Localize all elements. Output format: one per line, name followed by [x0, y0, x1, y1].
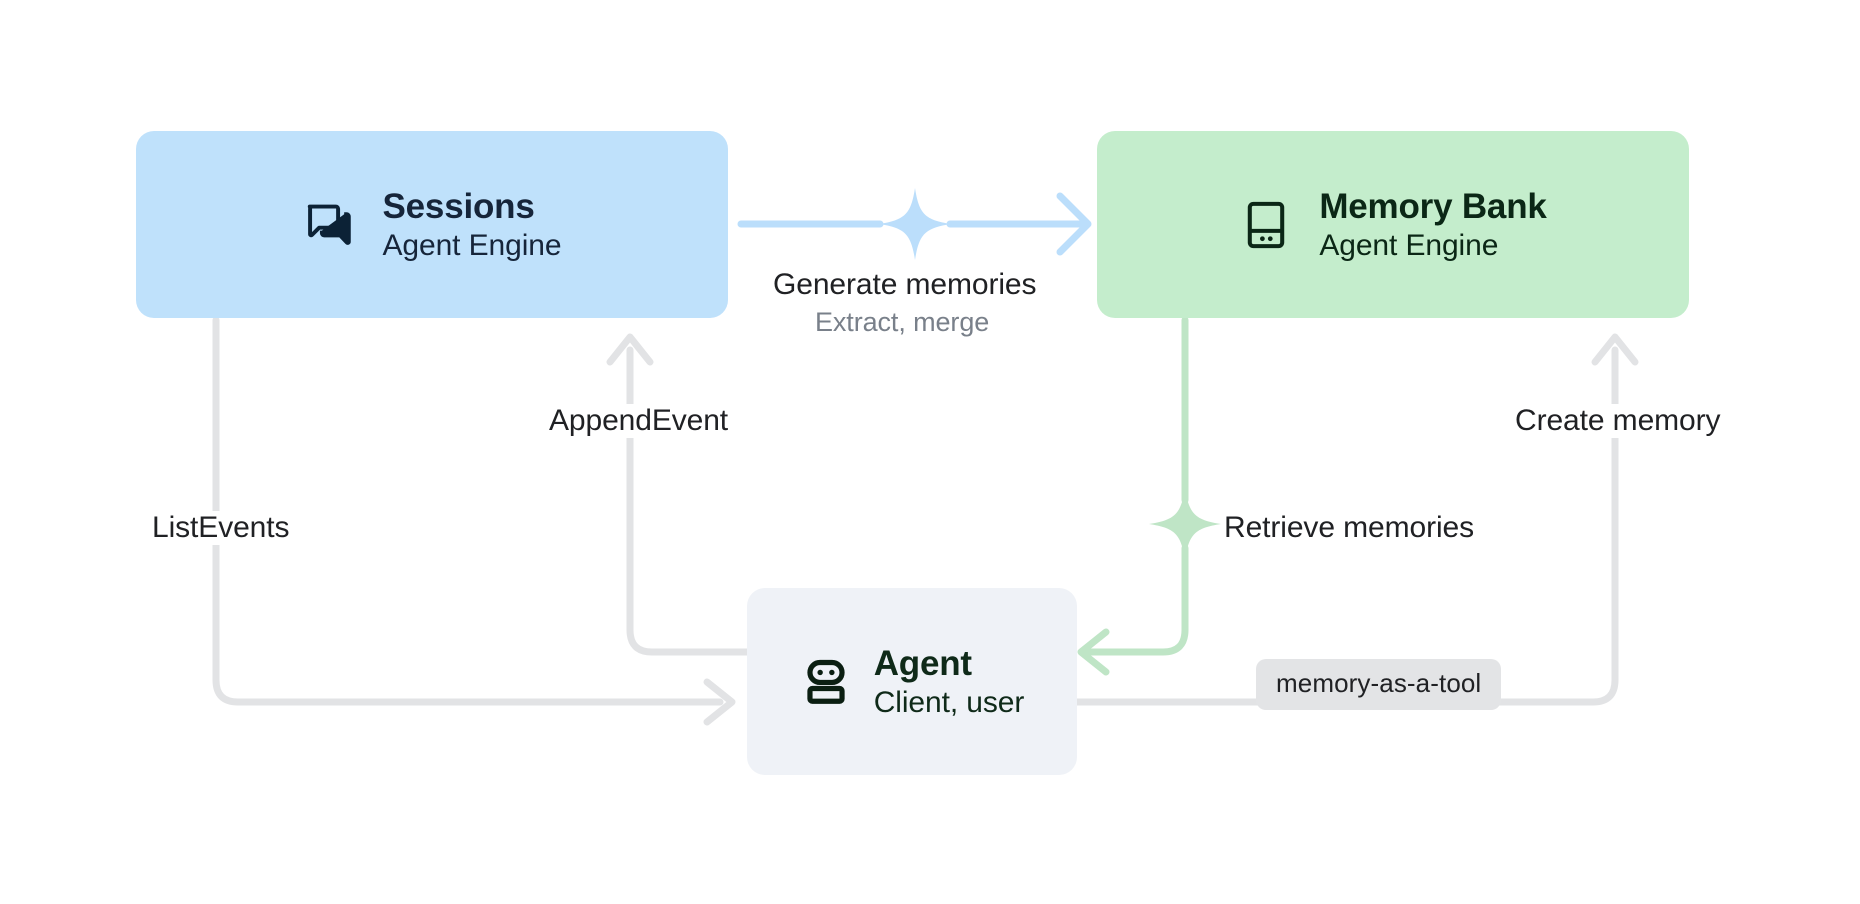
badge-memory-as-a-tool: memory-as-a-tool	[1256, 659, 1502, 710]
node-memory-bank-title: Memory Bank	[1319, 186, 1547, 226]
edge-retrieve-memories	[1077, 316, 1221, 676]
edge-append-event	[606, 333, 751, 656]
database-icon	[1239, 198, 1293, 252]
sparkle-icon	[879, 188, 951, 260]
edge-sublabel-extract-merge: Extract, merge	[815, 307, 990, 337]
robot-icon	[800, 656, 852, 708]
sparkle-icon	[1149, 488, 1221, 560]
forum-icon	[303, 198, 357, 252]
node-agent[interactable]: Agent Client, user	[747, 588, 1077, 775]
edge-label-append-event: AppendEvent	[537, 404, 741, 438]
node-memory-bank[interactable]: Memory Bank Agent Engine	[1097, 131, 1689, 318]
node-agent-title: Agent	[873, 643, 972, 683]
edge-label-retrieve-memories: Retrieve memories	[1224, 511, 1475, 544]
node-sessions-subtitle: Agent Engine	[382, 228, 562, 262]
node-sessions[interactable]: Sessions Agent Engine	[136, 131, 728, 318]
edge-label-generate-memories: Generate memories	[773, 268, 1037, 301]
edge-generate-memories	[737, 188, 1092, 260]
edge-label-list-events: ListEvents	[140, 511, 302, 545]
node-sessions-title: Sessions	[382, 186, 535, 226]
node-memory-bank-subtitle: Agent Engine	[1319, 228, 1499, 262]
edge-label-create-memory: Create memory	[1503, 404, 1733, 438]
node-agent-subtitle: Client, user	[873, 685, 1025, 719]
